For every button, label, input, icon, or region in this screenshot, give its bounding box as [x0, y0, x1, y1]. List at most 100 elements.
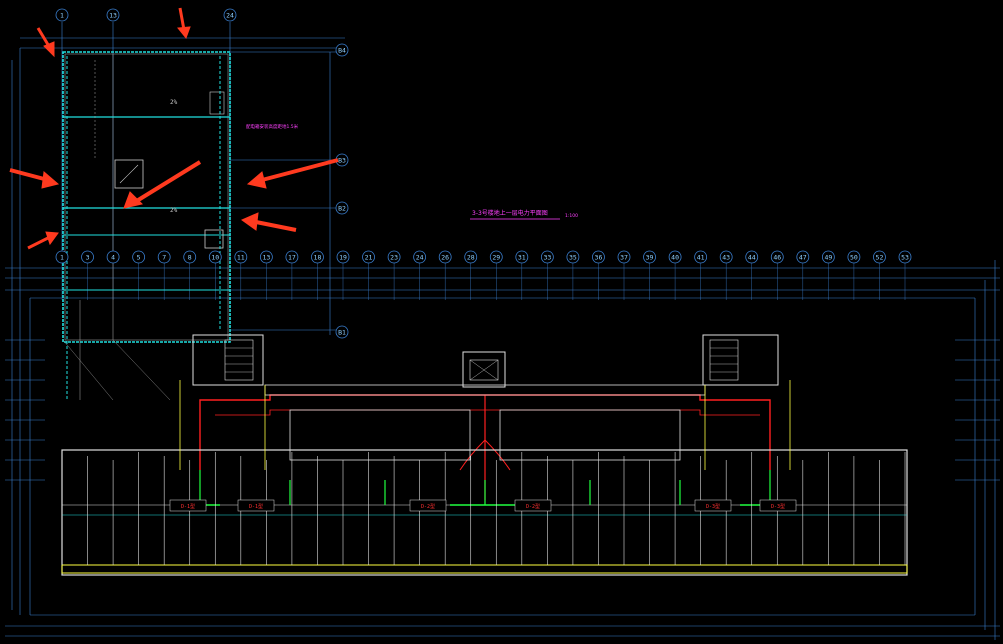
bottom-axis-bubble-15: 26: [438, 250, 452, 264]
bottom-axis-label-27: 44: [748, 254, 756, 262]
bottom-axis-bubble-2: 4: [106, 250, 120, 264]
bottom-axis-bubble-5: 8: [183, 250, 197, 264]
bottom-axis-label-8: 13: [262, 254, 270, 262]
bottom-axis-bubble-0: 1: [55, 250, 69, 264]
bottom-axis-label-31: 50: [850, 254, 858, 262]
bottom-axis-label-26: 43: [722, 254, 730, 262]
arrow-left-mid: [9, 168, 60, 189]
right-axis-label-3: B1: [338, 329, 346, 337]
wing-room-label-a: 2%: [170, 99, 178, 106]
top-axis-label-0: 1: [60, 12, 64, 20]
bottom-axis-label-5: 8: [188, 254, 192, 262]
bottom-axis-label-33: 53: [901, 254, 909, 262]
arrow-diagonal: [123, 160, 202, 209]
bottom-axis-label-13: 23: [390, 254, 398, 262]
bottom-axis-bubble-22: 37: [617, 250, 631, 264]
bottom-axis-label-14: 24: [416, 254, 424, 262]
bottom-axis-bubble-31: 50: [847, 250, 861, 264]
bottom-axis-bubble-27: 44: [745, 250, 759, 264]
main-building: [61, 334, 908, 576]
bottom-axis-bubble-6: 10: [208, 250, 222, 264]
bottom-axis-label-0: 1: [60, 254, 64, 262]
arrow-top: [177, 7, 191, 40]
bottom-axis-bubble-18: 31: [515, 250, 529, 264]
bottom-axis-bubble-26: 43: [719, 250, 733, 264]
right-axis-bubble-2: B2: [335, 201, 349, 215]
bottom-axis-bubble-32: 52: [873, 250, 886, 264]
bottom-axis-label-29: 47: [799, 254, 807, 262]
arrow-right-lower: [240, 212, 297, 232]
bottom-axis-bubble-20: 35: [566, 250, 580, 264]
bottom-axis-label-19: 33: [543, 254, 551, 262]
unit-label-6: D-3型: [771, 503, 785, 510]
bottom-axis-bubble-10: 18: [311, 250, 324, 264]
bottom-axis-label-4: 7: [162, 254, 166, 262]
top-axis-bubble-2: 24: [223, 8, 237, 22]
bottom-axis-label-15: 26: [441, 254, 449, 262]
bottom-axis-label-20: 35: [569, 254, 577, 262]
arrow-top-left: [36, 27, 55, 58]
bottom-axis-label-32: 52: [876, 254, 884, 262]
bottom-axis-bubble-9: 17: [285, 250, 299, 264]
unit-label-2: D-1型: [249, 503, 263, 510]
bottom-axis-bubble-12: 21: [362, 250, 375, 264]
bottom-axis-label-2: 4: [111, 254, 115, 262]
bottom-axis-label-16: 28: [467, 254, 475, 262]
arrow-left-lower: [27, 231, 59, 250]
bottom-axis-label-23: 39: [646, 254, 654, 262]
bottom-axis-bubble-3: 5: [132, 250, 146, 264]
drawing-title-block: 3-3号楼地上一层电力平面图 1:100: [470, 209, 578, 220]
bottom-axis-bubble-4: 7: [157, 250, 171, 264]
top-axis-label-1: 13: [109, 12, 117, 20]
bottom-axis-label-18: 31: [518, 254, 526, 262]
bottom-axis-label-25: 41: [697, 254, 705, 262]
bottom-axis-bubble-1: 3: [81, 250, 94, 264]
bottom-axis-label-22: 37: [620, 254, 628, 262]
bottom-axis-label-12: 21: [365, 254, 373, 262]
right-axis-label-1: B3: [338, 157, 346, 165]
upper-wing: 2% 2% 配电箱安装高度距地1.5米: [62, 51, 299, 401]
bottom-axis-bubble-24: 40: [668, 250, 682, 264]
drawing-title: 3-3号楼地上一层电力平面图: [472, 209, 548, 217]
right-axis-label-0: B4: [338, 47, 346, 55]
wing-room-label-b: 2%: [170, 207, 178, 214]
axis-grid-lines: [61, 263, 906, 300]
top-axis-markers: 1 13 24: [55, 8, 237, 22]
top-axis-bubble-0: 1: [55, 8, 69, 22]
bottom-axis-label-3: 5: [137, 254, 141, 262]
bottom-axis-label-10: 18: [314, 254, 322, 262]
bottom-axis-bubble-13: 23: [387, 250, 401, 264]
bottom-axis-bubble-11: 19: [336, 250, 350, 264]
bottom-axis-bubble-28: 46: [770, 250, 784, 264]
bottom-axis-label-28: 46: [773, 254, 781, 262]
bottom-axis-label-7: 11: [237, 254, 245, 262]
dimension-grid: [5, 22, 1000, 640]
bottom-axis-label-21: 36: [595, 254, 603, 262]
bottom-axis-bubble-23: 39: [643, 250, 656, 264]
bottom-axis-bubble-30: 49: [821, 250, 835, 264]
annotation-arrows: [9, 7, 339, 250]
unit-type-labels: D-1型 D-1型 D-2型 D-2型 D-3型 D-3型: [169, 499, 797, 512]
right-axis-label-2: B2: [338, 205, 346, 213]
bottom-axis-label-24: 40: [671, 254, 679, 262]
bottom-axis-bubble-16: 28: [464, 250, 478, 264]
bottom-axis-bubble-29: 47: [796, 250, 810, 264]
right-axis-bubble-3: B1: [335, 325, 349, 339]
bottom-axis-label-6: 10: [211, 254, 219, 262]
unit-label-5: D-3型: [706, 503, 720, 510]
bottom-axis-label-17: 29: [492, 254, 500, 262]
distribution-note: 配电箱安装高度距地1.5米: [246, 123, 299, 130]
drawing-scale: 1:100: [565, 213, 578, 219]
unit-label-1: D-1型: [181, 503, 195, 510]
bottom-axis-bubble-7: 11: [234, 250, 248, 264]
bottom-axis-bubble-8: 13: [259, 250, 273, 264]
right-axis-bubble-0: B4: [335, 43, 349, 57]
top-axis-label-2: 24: [226, 12, 234, 20]
arrow-right-upper: [246, 158, 339, 189]
top-axis-bubble-1: 13: [106, 8, 120, 22]
bottom-axis-label-1: 3: [86, 254, 90, 262]
bottom-axis-bubble-19: 33: [540, 250, 554, 264]
